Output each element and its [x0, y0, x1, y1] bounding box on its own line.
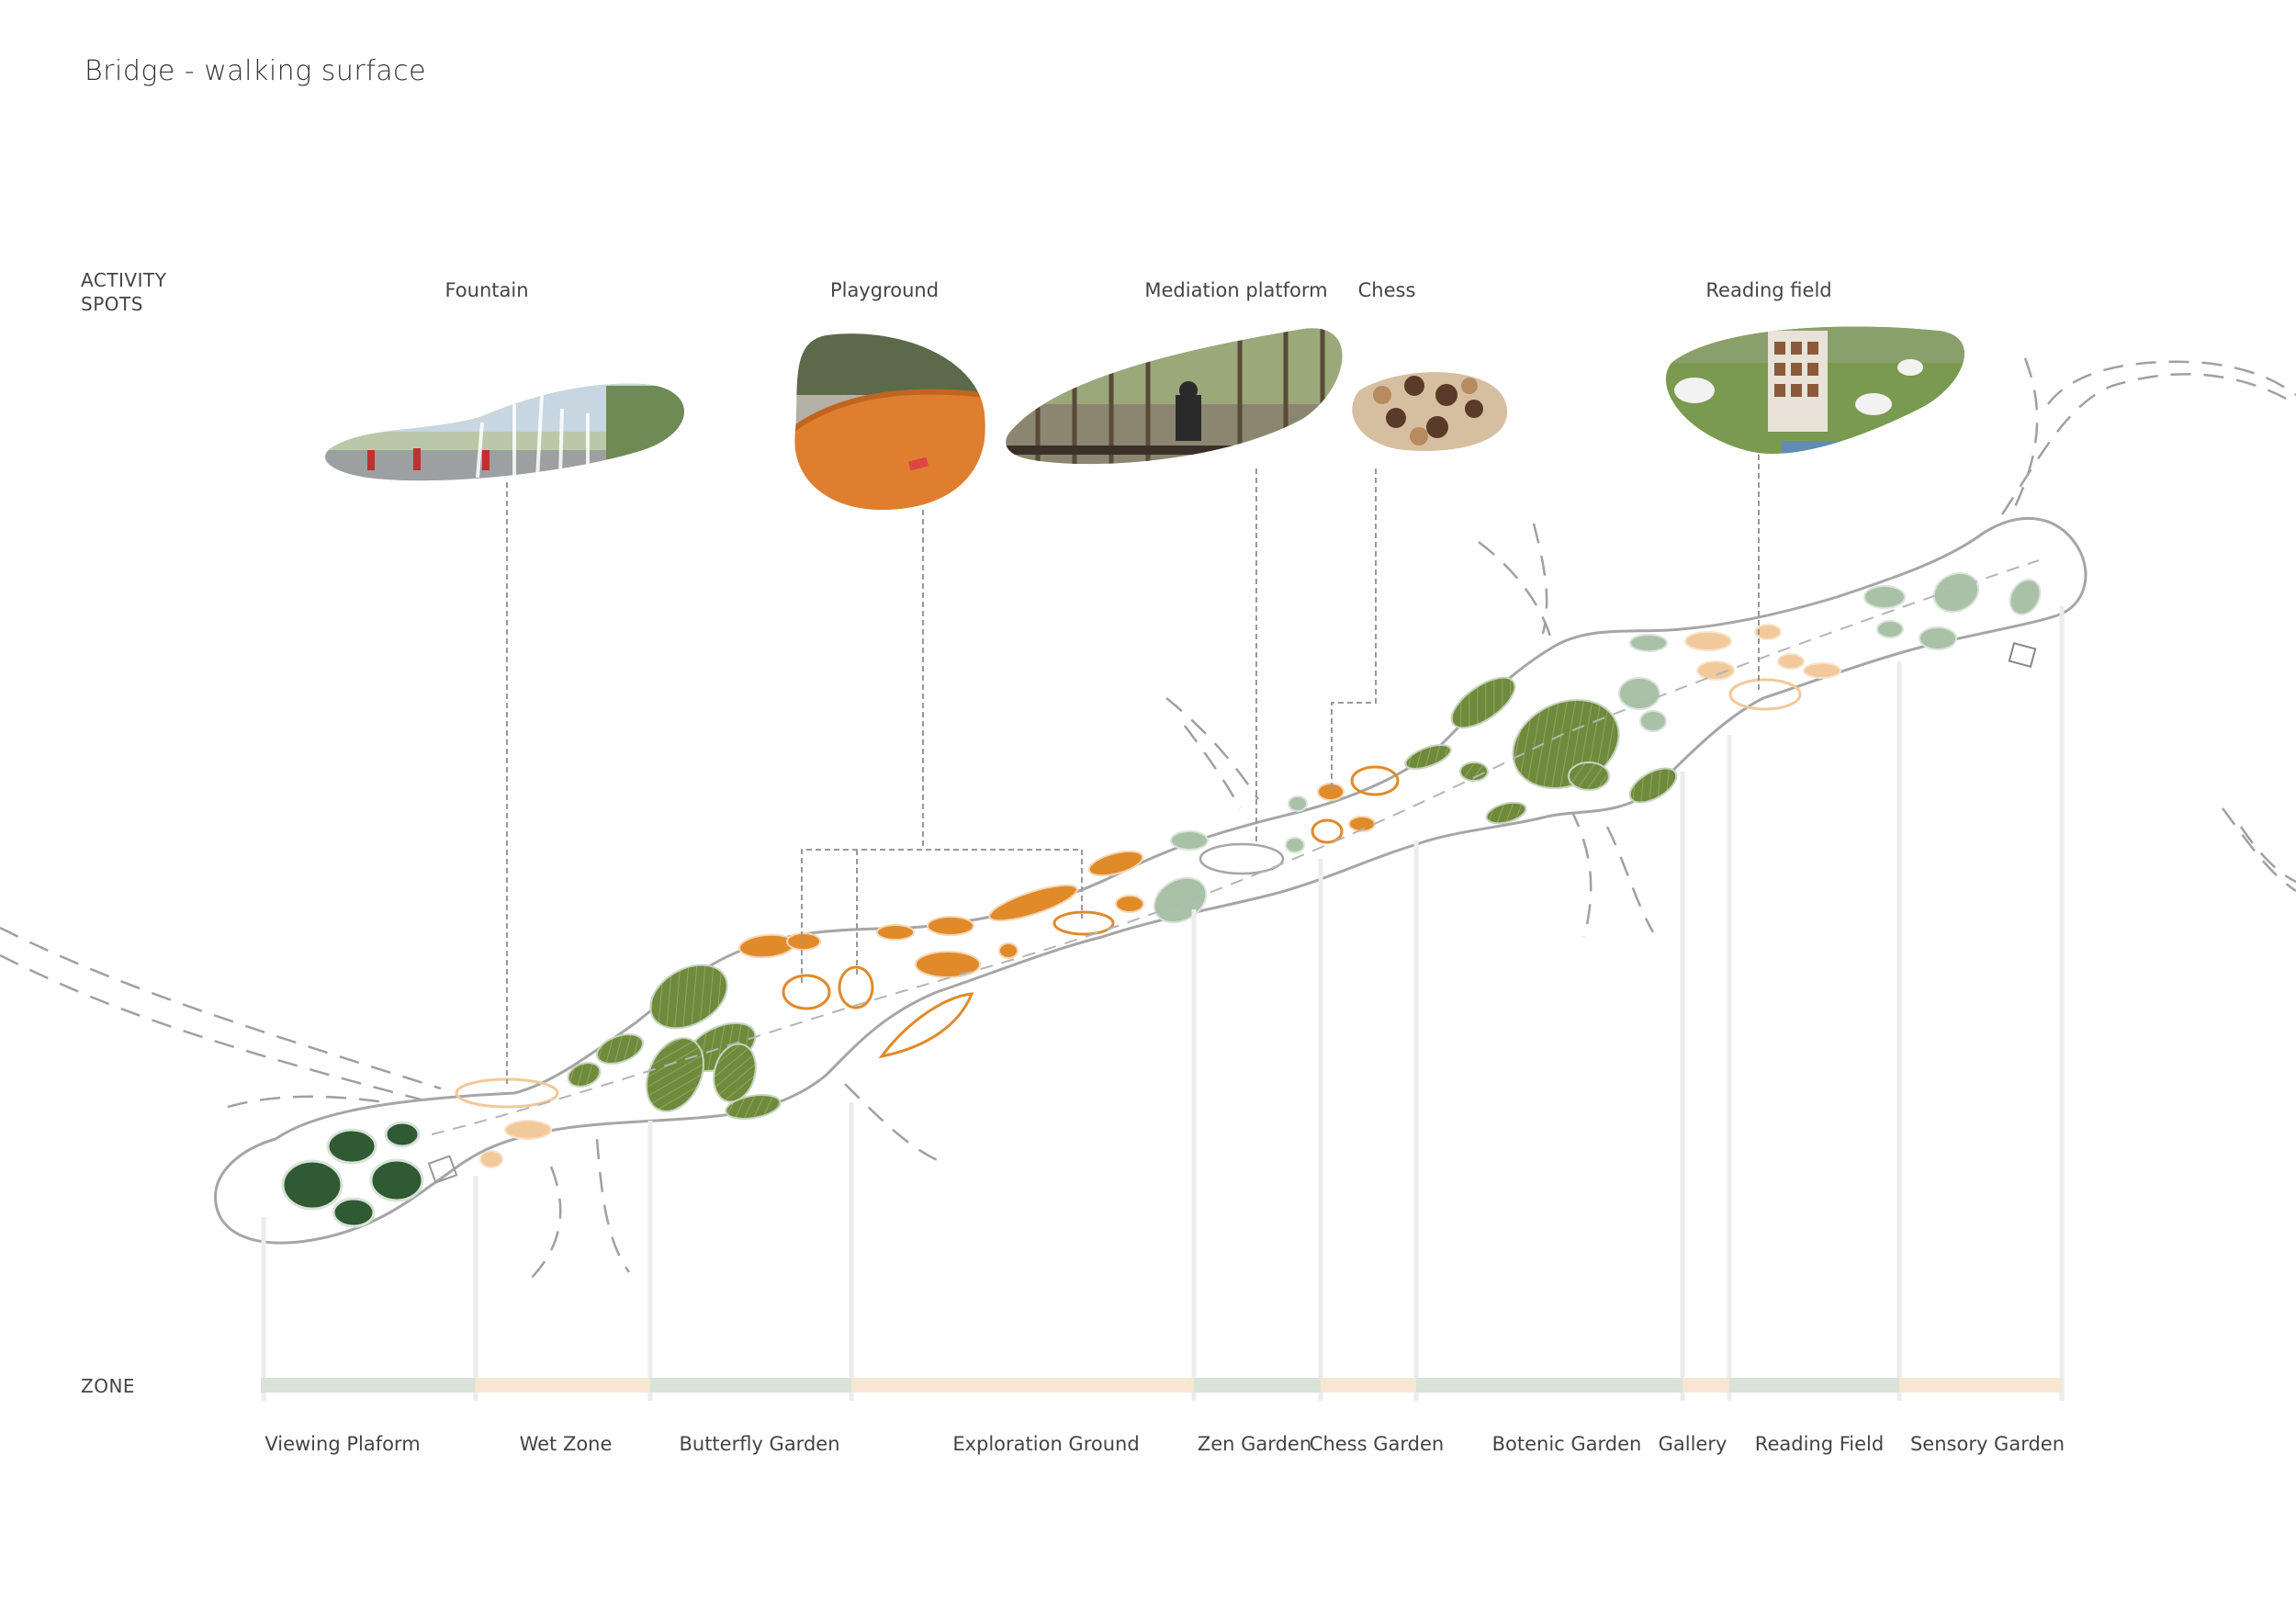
mediation-platform-photo	[1006, 328, 1343, 465]
leader-lines	[506, 455, 1760, 1084]
spot-label-fountain: Fountain	[445, 279, 529, 301]
viewing-platform-bench	[427, 1155, 458, 1184]
zone-label-botenic-garden: Botenic Garden	[1491, 1433, 1642, 1455]
peach-activity-areas	[479, 624, 1841, 1168]
zone-band-botenic-garden	[1416, 1378, 1683, 1393]
fountain-photo	[325, 383, 684, 481]
zone-band-chess-garden	[1321, 1378, 1416, 1393]
zone-band-gallery	[1683, 1378, 1729, 1393]
zone-band-butterfly-garden	[650, 1378, 851, 1393]
zone-row-label: ZONE	[81, 1375, 136, 1397]
zone-label-gallery: Gallery	[1658, 1433, 1728, 1455]
internal-route-line	[431, 559, 2040, 1135]
spot-label-playground: Playground	[829, 279, 940, 301]
dashed-path-lines	[0, 357, 2296, 1282]
chess-photo	[1352, 372, 1508, 451]
viewing-platform-plants	[281, 1121, 424, 1228]
page-title: Bridge - walking surface	[84, 55, 427, 87]
orange-outline-areas	[782, 765, 1400, 1059]
zone-label-exploration-ground: Exploration Ground	[952, 1433, 1140, 1455]
sensory-garden-seat	[2008, 642, 2037, 668]
spot-label-reading-field: Reading field	[1705, 279, 1832, 301]
zone-division-lines	[261, 606, 2065, 1401]
activity-spots-label: ACTIVITY SPOTS	[81, 269, 167, 315]
zone-band-sensory-garden	[1899, 1378, 2062, 1393]
spot-label-chess: Chess	[1357, 279, 1416, 301]
zone-band	[261, 1378, 2062, 1393]
zone-label-viewing-plaform: Viewing Plaform	[264, 1433, 421, 1455]
zone-label-butterfly-garden: Butterfly Garden	[679, 1433, 840, 1455]
zone-band-reading-field	[1729, 1378, 1899, 1393]
zone-band-wet-zone	[475, 1378, 650, 1393]
zone-label-chess-garden: Chess Garden	[1309, 1433, 1445, 1455]
zone-band-viewing-plaform	[261, 1378, 475, 1393]
zone-label-reading-field: Reading Field	[1754, 1433, 1885, 1455]
orange-activity-areas	[738, 783, 1376, 978]
zone-label-sensory-garden: Sensory Garden	[1909, 1433, 2065, 1455]
bridge-walking-surface	[214, 516, 2088, 1245]
zone-band-exploration-ground	[851, 1378, 1194, 1393]
reading-field-photo	[1665, 326, 1964, 454]
sage-planting-areas	[1153, 572, 2042, 924]
zone-band-zen-garden	[1194, 1378, 1321, 1393]
zone-label-wet-zone: Wet Zone	[519, 1433, 613, 1455]
zone-label-zen-garden: Zen Garden	[1197, 1433, 1312, 1455]
garden-planting-areas	[567, 676, 1678, 1120]
spot-label-mediation-platform: Mediation platform	[1144, 279, 1328, 301]
playground-photo	[794, 333, 986, 510]
mediation-platform-outline	[1199, 842, 1285, 875]
